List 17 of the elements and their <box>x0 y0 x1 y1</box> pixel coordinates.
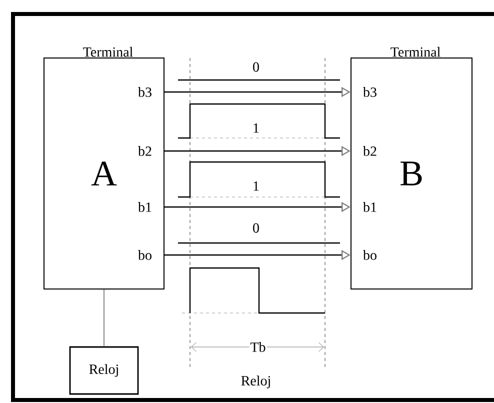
pin-label: b3 <box>138 87 152 97</box>
pin-label: b1 <box>138 202 152 212</box>
pin-label: bo <box>138 250 152 260</box>
clock-label: Reloj <box>241 376 270 388</box>
clock-box: Reloj <box>69 346 139 395</box>
bit-value: 1 <box>254 123 259 133</box>
bit-value: 0 <box>253 223 259 233</box>
terminal-heading: Terminal <box>390 46 440 57</box>
pin-label: b2 <box>363 146 376 156</box>
pin-label: b1 <box>363 202 376 212</box>
pin-label: b2 <box>138 146 152 156</box>
dimension-label: Tb <box>249 341 267 353</box>
bit-value: 0 <box>253 62 259 72</box>
pin-label: bo <box>363 250 376 260</box>
pin-label: b3 <box>363 87 376 97</box>
bit-value: 1 <box>254 181 259 191</box>
terminal-heading: Terminal <box>83 46 133 57</box>
